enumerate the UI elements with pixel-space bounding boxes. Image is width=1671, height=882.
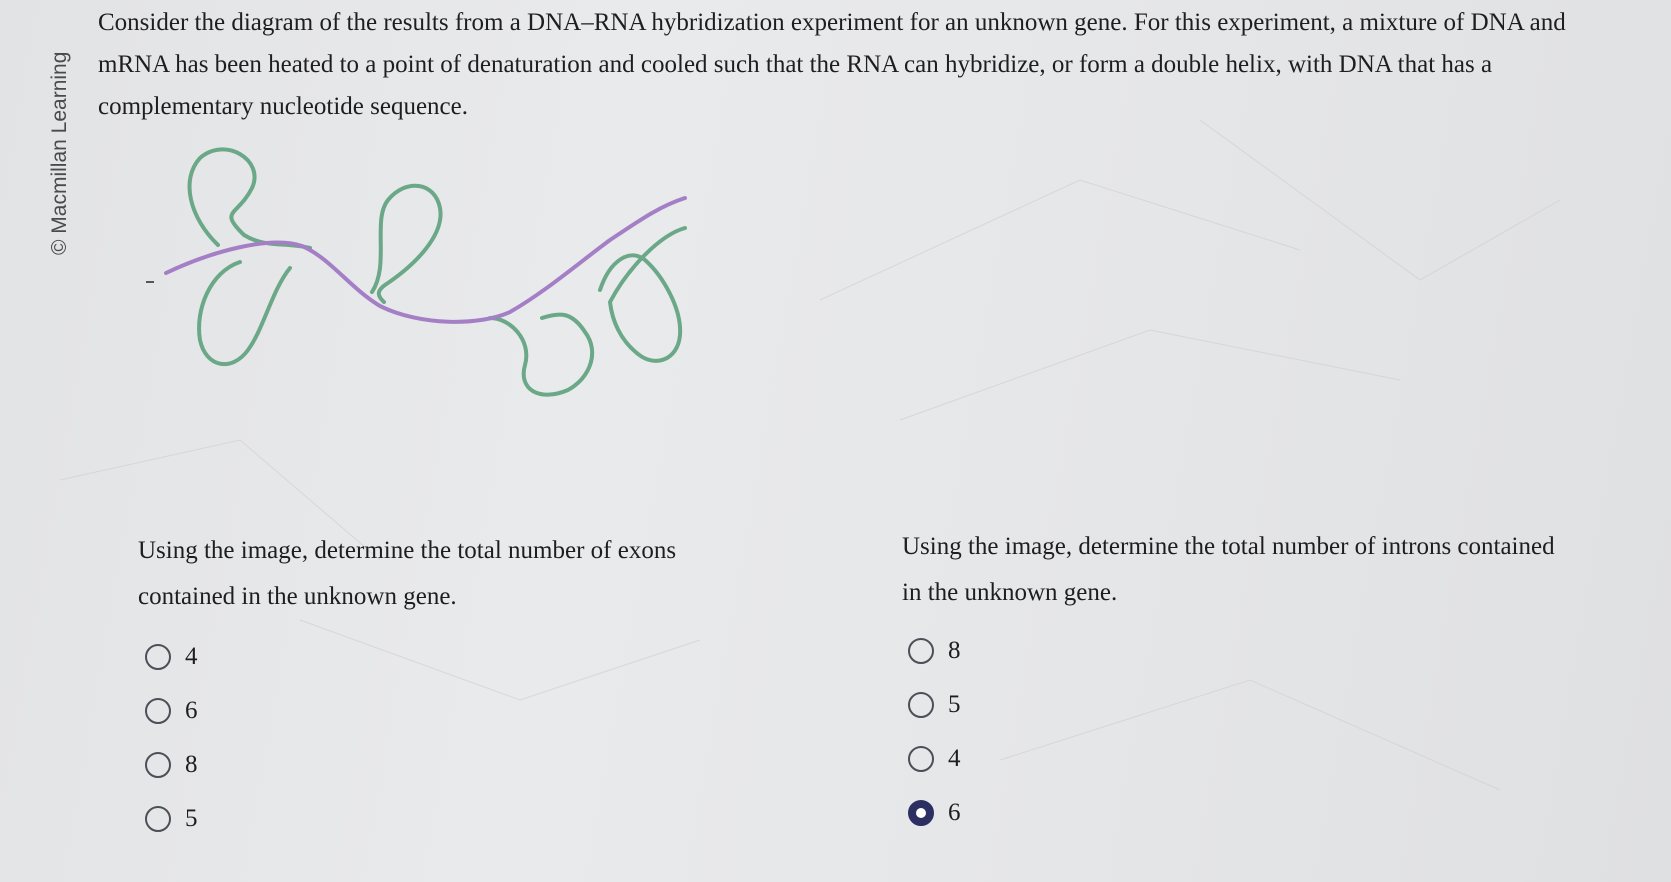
exons-option-1[interactable]: 4 xyxy=(145,630,198,684)
option-label: 4 xyxy=(185,643,198,670)
radio-button[interactable] xyxy=(908,638,934,664)
introns-option-3[interactable]: 4 xyxy=(908,732,961,786)
option-label: 6 xyxy=(185,697,198,724)
option-label: 5 xyxy=(185,805,198,832)
radio-button[interactable] xyxy=(908,746,934,772)
exons-option-4[interactable]: 5 xyxy=(145,792,198,846)
exons-question: Using the image, determine the total num… xyxy=(138,537,677,610)
radio-button[interactable] xyxy=(145,698,171,724)
exons-option-3[interactable]: 8 xyxy=(145,738,198,792)
exons-option-2[interactable]: 6 xyxy=(145,684,198,738)
radio-button[interactable] xyxy=(145,644,171,670)
introns-option-2[interactable]: 5 xyxy=(908,678,961,732)
hybridization-diagram xyxy=(146,147,687,397)
option-label: 8 xyxy=(185,751,198,778)
introns-option-1[interactable]: 8 xyxy=(908,624,961,678)
mrna-strand xyxy=(164,196,687,324)
radio-button[interactable] xyxy=(908,692,934,718)
introns-question: Using the image, determine the total num… xyxy=(902,533,1555,606)
radio-button[interactable] xyxy=(145,752,171,778)
option-label: 6 xyxy=(948,799,961,826)
radio-button[interactable] xyxy=(145,806,171,832)
introns-option-4[interactable]: 6 xyxy=(908,786,961,840)
question-prompt: Consider the diagram of the results from… xyxy=(98,9,1566,120)
radio-button[interactable] xyxy=(908,800,934,826)
option-label: 8 xyxy=(948,637,961,664)
introns-options: 8 5 4 6 xyxy=(908,624,961,840)
dna-strand xyxy=(187,147,687,397)
copyright-credit: © Macmillan Learning xyxy=(48,51,71,255)
option-label: 4 xyxy=(948,745,961,772)
option-label: 5 xyxy=(948,691,961,718)
exons-options: 4 6 8 5 xyxy=(145,630,198,846)
